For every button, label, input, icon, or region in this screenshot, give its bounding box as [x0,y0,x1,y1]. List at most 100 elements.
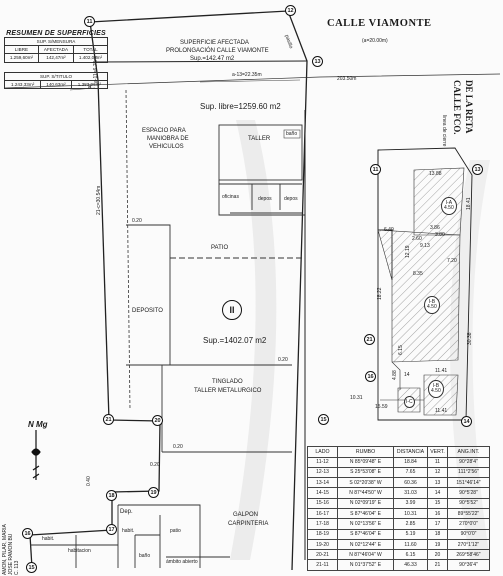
room-oficinas: oficinas [222,194,239,200]
boundary-header-ang: ANG.INT. [447,446,490,458]
room-galpon-2: CARPINTERIA [228,521,269,527]
boundary-cell-vert: 19 [427,538,448,551]
room-depos-1: depos [258,196,272,202]
key-lot-a-name: I-A [445,200,453,206]
boundary-cell-distancia: 11.60 [393,538,428,551]
key-dim-4: 7.20 [447,258,457,264]
boundary-cell-rumbo: N 02°09'19" E [337,497,394,509]
room-habit-1: habit. [122,528,135,534]
boundary-cell-vert: 17 [427,518,448,530]
key-dim-5: 6.49 [384,227,394,233]
vertex-marker-20: 20 [152,415,163,426]
vertex-marker-21: 21 [103,414,114,425]
room-habit-2: habit. [42,536,55,542]
key-lot-c-name: I-B [432,383,440,389]
street-name-top: CALLE VIAMONTE [327,18,432,29]
boundary-cell-distancia: 5.19 [393,528,428,540]
room-espacio-1: ESPACIO PARA [142,128,186,134]
room-tinglado-2: TALLER METALURGICO [194,388,262,394]
key-lot-b-name: I-B [428,299,436,305]
dim-020-c: 0.20 [173,444,183,450]
room-patio-small: patio [170,528,181,534]
summary-mensura-total: 1.402,07m² [73,53,108,63]
key-dim-18: 14 [404,372,410,378]
boundary-cell-lado: 19-20 [307,538,338,551]
boundary-cell-rumbo: S 87°46'04" E [337,528,394,540]
boundary-cell-distancia: 10.31 [393,507,428,520]
summary-header-libre: LIBRE [4,45,39,55]
boundary-cell-rumbo: S 02°20'38" W [337,477,394,489]
key-dim-9: 30.38 [467,332,473,345]
room-deposito: DEPOSITO [132,308,163,314]
free-area-value: Sup. libre=1259.60 m2 [200,102,281,111]
room-bano-1: baño [286,131,298,137]
boundary-cell-lado: 12-13 [307,466,338,479]
boundary-cell-ang: 111°2'56" [447,466,490,479]
boundary-cell-vert: 12 [427,466,448,479]
boundary-cell-rumbo: N 02°12'44" E [337,538,394,551]
boundary-cell-vert: 16 [427,507,448,520]
key-lot-a-value: 4.50 [444,205,454,211]
room-depos-2: depos [284,196,298,202]
room-ambito: ámbito abierto [166,559,198,565]
key-dim-11: 11.41 [435,368,448,374]
boundary-header-vert: VERT. [427,446,448,458]
summary-header-afectada: AFECTADA [37,45,75,55]
closing-line-label: linea de cierre [441,115,447,147]
vertex-marker-12: 12 [285,5,296,16]
boundary-cell-ang: 90°5'52" [447,497,490,509]
boundary-cell-ang: 89°55'22" [447,507,490,520]
key-dim-7: 18.22 [377,287,383,300]
lot-boundary-north-east [89,10,308,571]
boundary-cell-vert: 13 [427,477,448,489]
room-espacio-2: MANIOBRA DE [147,136,189,142]
street-width: (a=20.00m) [362,38,388,44]
dim-west: 21-c=30.54m [96,185,102,215]
key-dim-6: 12.19 [405,245,411,258]
street-name-side-2: DE LA RETA [464,80,474,134]
point-a: a [88,84,92,90]
summary-titulo-libre: 1.243,33m² [3,80,42,90]
dim-a13: a-13=22.35m [232,72,262,78]
boundary-cell-distancia: 3.99 [393,497,428,509]
boundary-cell-ang: 270°0'0" [447,518,490,530]
affected-label-2: PROLONGACIÓN CALLE VIAMONTE [166,48,269,54]
boundary-cell-lado: 18-19 [307,528,338,540]
summary-mensura-libre: 1.259,60m² [4,53,39,63]
key-marker-21: 21 [364,334,375,345]
key-dim-14: 15.59 [375,404,388,410]
lot-number: II [222,300,242,320]
room-espacio-3: VEHICULOS [149,144,184,150]
boundary-cell-rumbo: N 87°44'50" W [337,487,394,499]
summary-mensura-afectada: 142,47m² [37,53,75,63]
key-dim-10: 6.15 [398,345,404,355]
affected-area-value: Sup.=142.47 m2 [190,56,235,62]
boundary-cell-rumbo: N 87°46'04" W [337,549,394,561]
boundary-cell-rumbo: N 02°13'56" E [337,518,394,530]
dim-020-a: 0.20 [132,218,142,224]
vertex-marker-17: 17 [106,524,117,535]
room-habitacion: habitacion [68,548,91,554]
boundary-cell-distancia: 7.65 [393,466,428,479]
key-lot-c-value: 4.50 [431,388,441,394]
boundary-cell-lado: 11-12 [307,456,338,468]
boundary-header-distancia: DISTANCIA [393,446,428,458]
boundary-cell-vert: 18 [427,528,448,540]
boundary-cell-lado: 14-15 [307,487,338,499]
key-marker-15: 15 [318,414,329,425]
key-dim-1: 13.88 [429,171,442,177]
boundary-cell-distancia: 60.36 [393,477,428,489]
boundary-cell-vert: 14 [427,487,448,499]
key-dim-16: 2.60 [412,236,422,242]
vertex-marker-11: 11 [84,16,95,27]
key-dim-8: 18.41 [466,197,472,210]
boundary-header-lado: LADO [307,446,338,458]
boundary-cell-ang: 270°1'12" [447,538,490,551]
vertex-marker-19: 19 [148,487,159,498]
